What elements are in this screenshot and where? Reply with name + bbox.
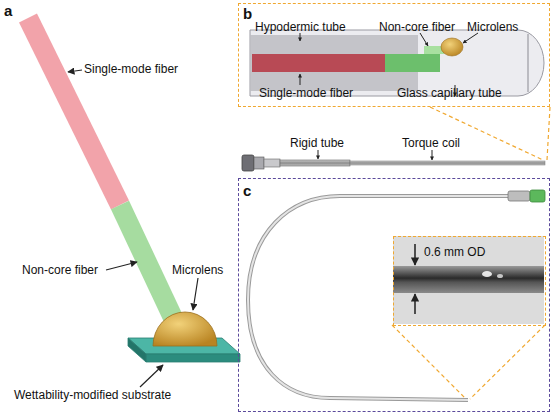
substrate-side bbox=[128, 338, 146, 362]
leader-arrow bbox=[432, 150, 433, 160]
panel-letter: a bbox=[4, 2, 12, 19]
leader-arrow bbox=[106, 262, 137, 270]
highlight bbox=[482, 271, 492, 277]
zoom-line bbox=[430, 107, 543, 160]
dimension-arrow bbox=[414, 244, 415, 265]
part-label: Non-core fiber bbox=[379, 20, 455, 34]
substrate-front bbox=[146, 354, 240, 362]
catheter-photo bbox=[248, 190, 545, 400]
capillary-end bbox=[528, 34, 529, 92]
catheter-connector bbox=[530, 190, 545, 202]
leader-arrow bbox=[68, 70, 82, 72]
single-mode-fiber bbox=[252, 54, 385, 72]
panel-letter: b bbox=[243, 5, 252, 22]
leader-arrow bbox=[318, 150, 319, 159]
catheter-connector bbox=[508, 191, 530, 201]
leader-arrow bbox=[140, 365, 163, 387]
part-label: Rigid tube bbox=[290, 136, 344, 150]
part-label: Microlens bbox=[172, 263, 223, 277]
microlens-dome bbox=[153, 312, 217, 346]
non-core-fiber bbox=[120, 205, 175, 322]
leader-arrow bbox=[463, 33, 478, 43]
probe-photo bbox=[393, 266, 544, 293]
part-label: Hypodermic tube bbox=[255, 20, 346, 34]
zoom-line bbox=[392, 325, 466, 399]
panel-box: c 0.6 mm OD bbox=[238, 178, 550, 412]
leader-arrow bbox=[420, 33, 428, 46]
connector-sleeve bbox=[264, 159, 280, 167]
part-label: Single-mode fiber bbox=[259, 86, 353, 100]
zoom-line bbox=[470, 325, 545, 399]
panel-letter: c bbox=[243, 182, 251, 199]
leader-arrow bbox=[300, 74, 301, 85]
part-label: Wettability-modified substrate bbox=[14, 388, 171, 402]
leader-arrow bbox=[300, 33, 301, 41]
fabrication-illustration bbox=[28, 18, 240, 387]
inset-box: 0.6 mm OD bbox=[393, 236, 546, 326]
connector-body bbox=[254, 157, 264, 169]
part-label: Single-mode fiber bbox=[84, 62, 178, 76]
dimension-arrow bbox=[414, 294, 415, 314]
part-label: Microlens bbox=[467, 20, 518, 34]
highlight bbox=[497, 274, 503, 278]
rigid-tube bbox=[280, 160, 350, 166]
single-mode-fiber bbox=[28, 18, 120, 205]
part-label: Torque coil bbox=[402, 136, 460, 150]
dimension-label: 0.6 mm OD bbox=[424, 245, 485, 259]
inset-photo bbox=[393, 236, 544, 324]
part-label: Glass capillary tube bbox=[397, 86, 502, 100]
part-label: Non-core fiber bbox=[22, 263, 98, 277]
connector-nut bbox=[242, 155, 254, 171]
torque-coil bbox=[350, 161, 545, 165]
probe-illustration bbox=[242, 150, 545, 171]
leader-arrow bbox=[193, 278, 198, 310]
microlens bbox=[441, 38, 463, 56]
panel-box: bHypodermic tube Non-core fiber MicrolensS… bbox=[238, 3, 550, 107]
zoom-line bbox=[547, 107, 550, 160]
non-core-fiber bbox=[385, 54, 440, 72]
